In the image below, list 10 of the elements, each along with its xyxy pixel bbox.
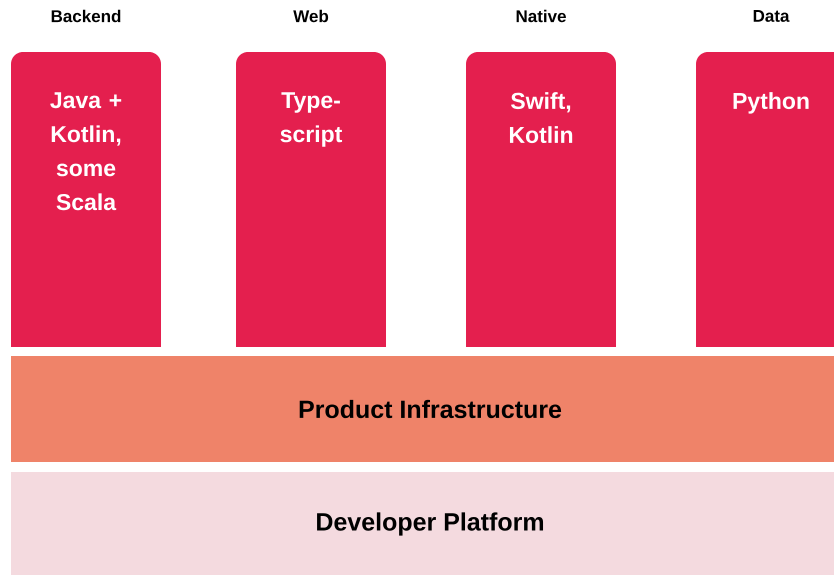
pillar: Swift, Kotlin (466, 52, 616, 347)
column-header: Data (754, 10, 790, 22)
pillar: Python (696, 52, 834, 347)
pillar: Java + Kotlin, some Scala (11, 52, 161, 347)
column-header: Native (516, 10, 566, 22)
column-header: Backend (52, 10, 120, 22)
layer-band: Product Infrastructure (11, 356, 834, 462)
column-header: Web (293, 10, 328, 22)
layer-band: Developer Platform (11, 472, 834, 575)
pillar: Type-script (236, 52, 386, 347)
